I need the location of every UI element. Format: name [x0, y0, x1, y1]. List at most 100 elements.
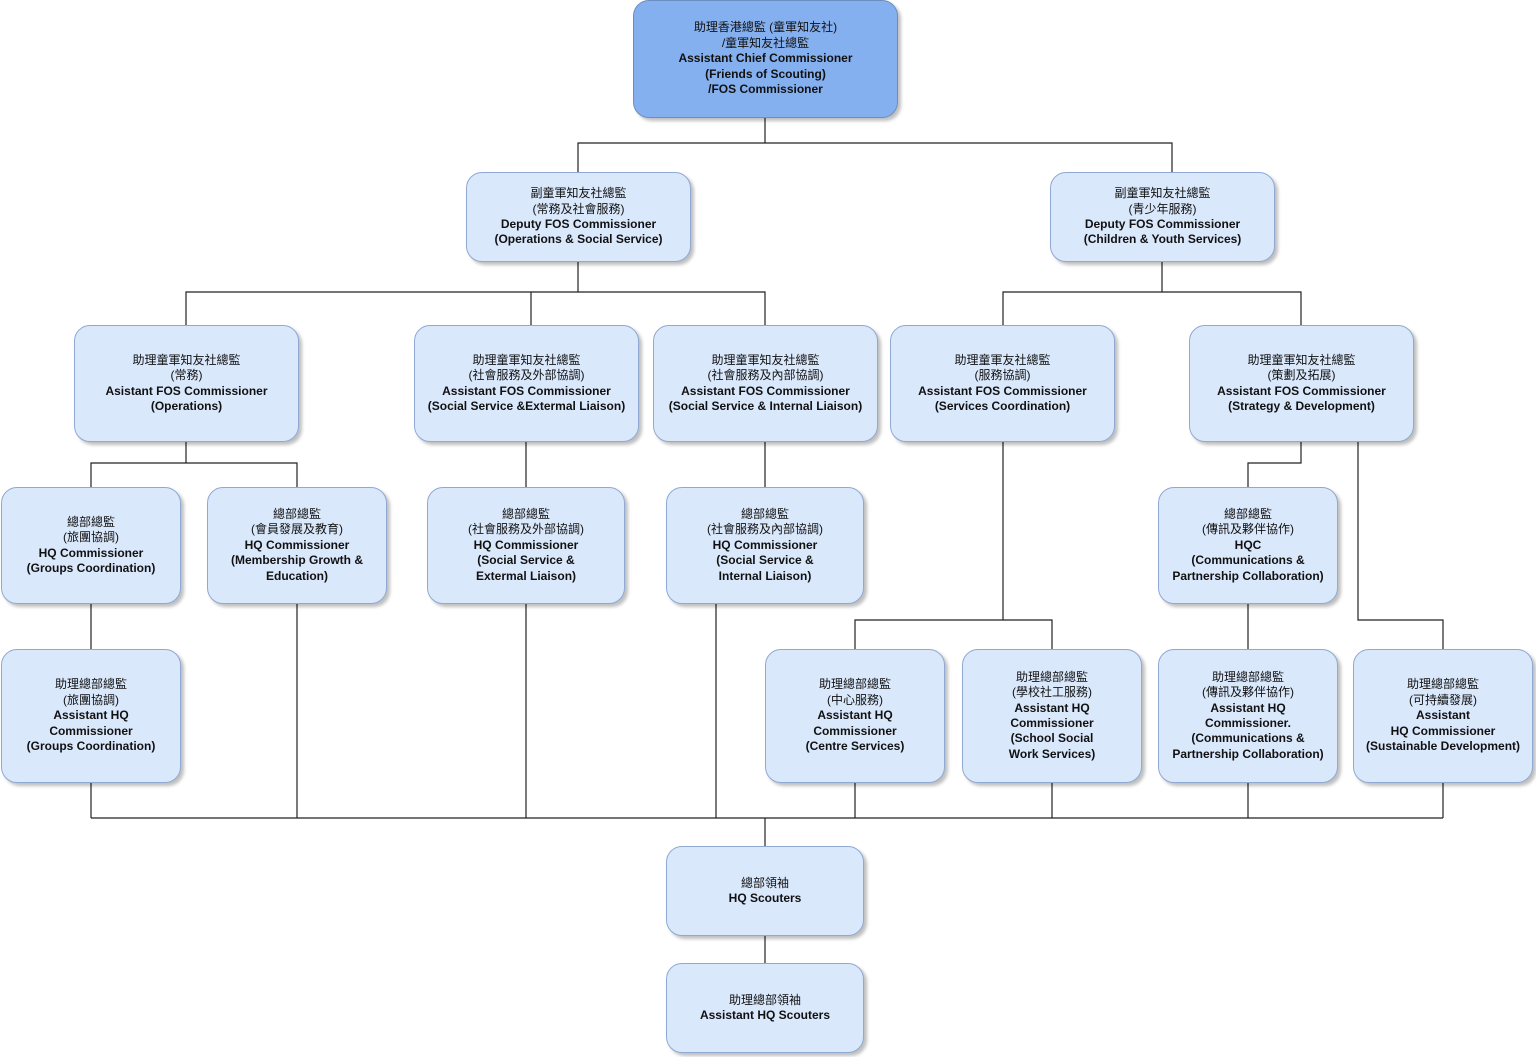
- node-title-english: (Groups Coordination): [26, 560, 156, 575]
- node-title-chinese: 副童軍知友社總監: [1114, 186, 1211, 201]
- node-title-english: (Social Service &Extermal Liaison): [427, 398, 626, 413]
- node-title-english: /FOS Commissioner: [708, 82, 823, 97]
- node-hq-internal-liaison[interactable]: 總部總監(社會服務及內部協調)HQ Commissioner(Social Se…: [666, 487, 864, 604]
- node-assistant-strategy-development[interactable]: 助理童軍知友社總監(策劃及拓展)Assistant FOS Commission…: [1189, 325, 1414, 442]
- node-title-chinese: 助理童軍知友社總監: [1247, 352, 1356, 367]
- node-title-english: Assistant Chief Commissioner: [678, 51, 853, 66]
- node-title-chinese: (社會服務及內部協調): [707, 522, 823, 537]
- node-title-chinese: 助理總部領袖: [728, 992, 801, 1007]
- node-title-english: (Social Service &: [716, 553, 814, 568]
- node-title-english: (Strategy & Development): [1228, 398, 1375, 413]
- node-title-english: Assistant HQ: [1210, 700, 1286, 715]
- node-title-english: (Social Service & Internal Liaison): [668, 398, 863, 413]
- connector-d1-assistants: [185, 262, 766, 325]
- node-title-english: (Social Service &: [477, 553, 575, 568]
- node-title-chinese: (策劃及拓展): [1267, 368, 1336, 383]
- node-title-english: Assistant HQ: [53, 708, 129, 723]
- node-title-chinese: (可持續發展): [1409, 692, 1477, 707]
- node-title-chinese: 助理童軍知友社總監: [711, 352, 820, 367]
- node-title-english: (School Social: [1010, 731, 1094, 746]
- node-title-english: HQC: [1234, 537, 1262, 552]
- node-title-english: Deputy FOS Commissioner: [500, 217, 657, 231]
- node-title-english: (Centre Services): [805, 739, 905, 754]
- node-title-english: (Membership Growth &: [230, 553, 363, 568]
- node-title-english: HQ Commissioner: [38, 545, 144, 560]
- node-title-english: HQ Scouters: [728, 891, 802, 905]
- node-title-english: Asistant FOS Commissioner: [105, 383, 268, 398]
- node-title-english: Assistant HQ: [817, 708, 893, 723]
- node-title-english: (Groups Coordination): [26, 739, 156, 754]
- node-title-chinese: 助理香港總監 (童軍知友社): [693, 20, 838, 35]
- node-title-chinese: (青少年服務): [1128, 201, 1197, 216]
- node-title-english: HQ Commissioner: [1390, 723, 1496, 738]
- node-title-chinese: 總部領袖: [740, 875, 789, 890]
- node-title-english: Extermal Liaison): [475, 568, 577, 583]
- node-title-english: Education): [266, 568, 328, 583]
- node-hq-membership-growth[interactable]: 總部總監(會員發展及教育)HQ Commissioner(Membership …: [207, 487, 387, 604]
- node-title-chinese: 總部總監: [740, 506, 789, 521]
- node-hq-external-liaison[interactable]: 總部總監(社會服務及外部協調)HQ Commissioner(Social Se…: [427, 487, 625, 604]
- node-title-english: (Friends of Scouting): [705, 66, 826, 81]
- node-deputy-operations[interactable]: 副童軍知友社總監(常務及社會服務)Deputy FOS Commissioner…: [466, 172, 691, 262]
- node-title-english: HQ Commissioner: [712, 537, 818, 552]
- node-title-chinese: 助理總部總監: [1406, 677, 1479, 692]
- node-title-english: Commissioner.: [1204, 716, 1292, 730]
- node-title-english: Assistant: [1415, 708, 1471, 723]
- node-title-english: (Communications &: [1191, 731, 1305, 746]
- node-title-chinese: 助理童軍知友社總監: [472, 352, 581, 367]
- node-title-english: Assistant FOS Commissioner: [1217, 383, 1386, 398]
- node-title-english: HQ Commissioner: [244, 537, 350, 552]
- node-title-english: Assistant FOS Commissioner: [442, 383, 611, 398]
- node-title-chinese: (中心服務): [827, 692, 883, 707]
- node-title-english: Partnership Collaboration): [1172, 746, 1324, 761]
- node-title-english: Partnership Collaboration): [1172, 568, 1324, 583]
- node-title-english: Assistant HQ Scouters: [699, 1008, 831, 1022]
- node-title-chinese: 副童軍知友社總監: [530, 186, 627, 201]
- node-deputy-children-youth[interactable]: 副童軍知友社總監(青少年服務)Deputy FOS Commissioner(C…: [1050, 172, 1275, 262]
- node-title-chinese: 助理總部總監: [1211, 669, 1284, 684]
- node-title-english: Deputy FOS Commissioner: [1084, 217, 1241, 231]
- connector-root-deputies: [577, 118, 1173, 172]
- node-title-chinese: (服務協調): [974, 368, 1031, 383]
- node-title-chinese: 助理童軍知友社總監: [132, 352, 241, 367]
- node-hq-groups-coordination[interactable]: 總部總監(旅團協調)HQ Commissioner(Groups Coordin…: [1, 487, 181, 604]
- node-title-chinese: 總部總監: [1223, 506, 1272, 521]
- connector-a5-sustainable: [1357, 442, 1444, 649]
- connector-bottom-bus: [90, 604, 1444, 846]
- node-title-chinese: /童軍知友社總監: [721, 35, 810, 50]
- node-assistant-operations[interactable]: 助理童軍知友社總監(常務)Asistant FOS Commissioner(O…: [74, 325, 299, 442]
- node-title-chinese: (旅團協調): [63, 692, 119, 707]
- node-title-chinese: 助理總部總監: [54, 677, 127, 692]
- node-title-chinese: 總部總監: [272, 506, 321, 521]
- node-title-chinese: 總部總監: [66, 514, 115, 529]
- node-title-english: (Services Coordination): [934, 398, 1071, 413]
- node-title-chinese: (常務): [170, 368, 203, 383]
- node-title-chinese: (社會服務及外部協調): [468, 368, 585, 383]
- node-title-chinese: (旅團協調): [63, 530, 119, 545]
- node-title-english: Commissioner: [1010, 716, 1094, 730]
- node-title-english: Assistant FOS Commissioner: [681, 383, 850, 398]
- node-title-chinese: (傳訊及夥伴協作): [1202, 522, 1294, 537]
- node-title-chinese: 助理總部總監: [818, 677, 891, 692]
- node-title-chinese: (社會服務及外部協調): [468, 522, 584, 537]
- node-assistant-internal-liaison[interactable]: 助理童軍知友社總監(社會服務及內部協調)Assistant FOS Commis…: [653, 325, 878, 442]
- node-title-chinese: 總部總監: [501, 506, 550, 521]
- node-hqc-communications[interactable]: 總部總監(傳訊及夥伴協作)HQC(Communications &Partner…: [1158, 487, 1338, 604]
- node-title-english: (Children & Youth Services): [1083, 232, 1242, 247]
- node-title-chinese: 助理童軍友社總監: [954, 352, 1051, 367]
- node-assistant-services-coordination[interactable]: 助理童軍友社總監(服務協調)Assistant FOS Commissioner…: [890, 325, 1115, 442]
- node-assistant-external-liaison[interactable]: 助理童軍知友社總監(社會服務及外部協調)Assistant FOS Commis…: [414, 325, 639, 442]
- node-title-english: Internal Liaison): [718, 568, 812, 583]
- node-title-english: Commissioner: [49, 723, 133, 738]
- node-title-english: HQ Commissioner: [473, 537, 579, 552]
- node-title-chinese: (社會服務及內部協調): [707, 368, 824, 383]
